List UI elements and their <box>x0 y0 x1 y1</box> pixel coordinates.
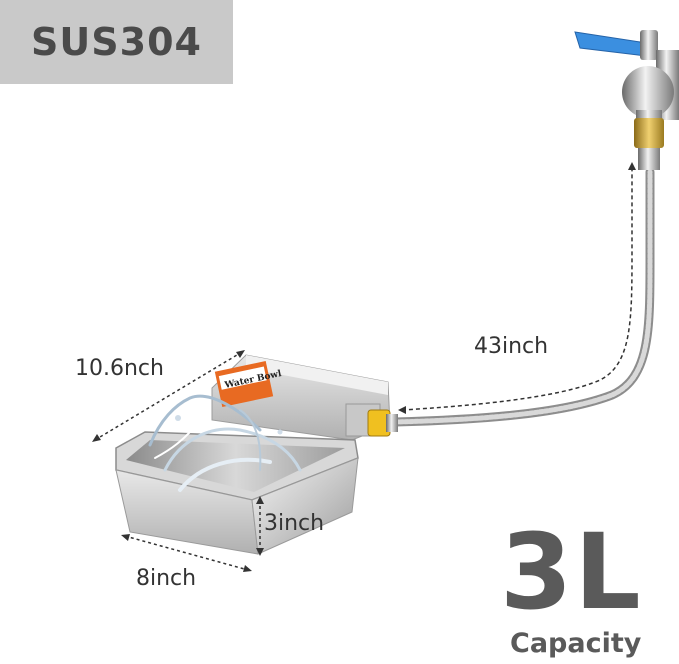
capacity-value: 3L <box>500 511 643 633</box>
length-dimension-line <box>92 350 245 442</box>
inlet-connector <box>367 409 398 437</box>
brass-fitting-icon <box>634 118 664 170</box>
depth-label: 3inch <box>264 511 325 536</box>
depth-dimension-line <box>256 496 264 556</box>
capacity-label: Capacity <box>510 628 642 659</box>
length-label: 10.6nch <box>75 356 164 381</box>
hose-arrow-start-icon <box>398 406 406 414</box>
hose-dimension-line <box>401 168 633 411</box>
water-bowl-sticker: Water Bowl <box>214 360 283 408</box>
faucet-valve-icon <box>574 30 679 138</box>
braided-hose-icon <box>390 167 655 427</box>
hose-arrow-end-icon <box>628 162 636 170</box>
stainless-steel-bowl-icon <box>115 431 359 555</box>
material-label: SUS304 <box>31 20 202 64</box>
water-splash-icon <box>148 394 302 492</box>
material-badge: SUS304 <box>0 0 233 84</box>
hose-length-label: 43inch <box>474 334 549 359</box>
width-label: 8inch <box>136 566 197 591</box>
width-dimension-line <box>121 534 252 572</box>
